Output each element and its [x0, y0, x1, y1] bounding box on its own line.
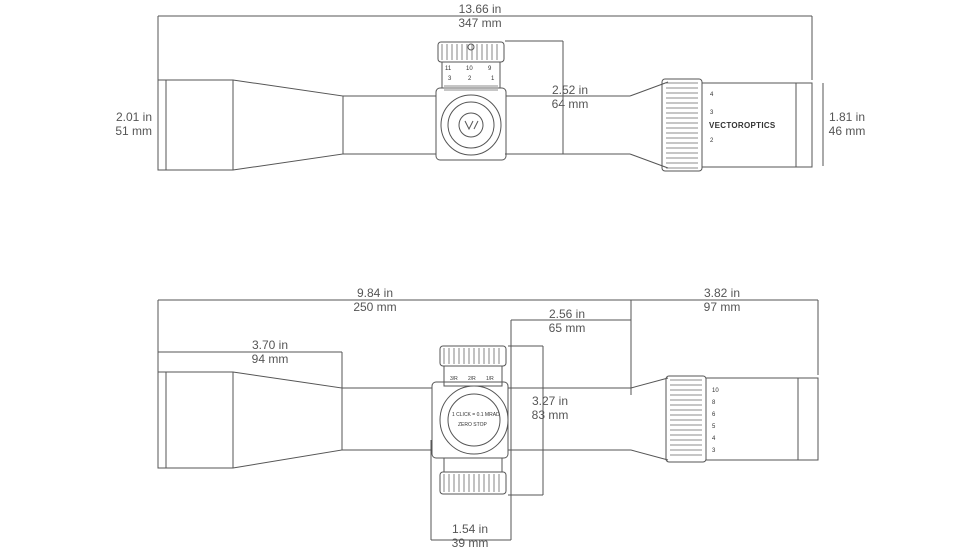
power-ring [665, 375, 707, 463]
side-view-scope [157, 299, 819, 541]
side-mag-mark-1: 4 [712, 436, 716, 442]
elevation-turret-cap [437, 41, 505, 63]
top-view-scope [157, 15, 824, 172]
objective-bell [165, 371, 343, 469]
overall-length-label: 13.66 in 347 mm [440, 2, 520, 30]
side-mag-mark-4: 8 [712, 400, 716, 406]
elevation-turret-cap [439, 345, 507, 367]
turret-scale-bottom-1: 2 [468, 76, 472, 82]
eyepiece-length-mm: 97 mm [703, 300, 741, 314]
turret-to-ocular-mm: 65 mm [548, 321, 586, 335]
objective-diameter-in: 2.01 in [115, 110, 152, 124]
side-mag-mark-0: 3 [712, 448, 716, 454]
vo-logo-icon [458, 112, 484, 138]
objective-to-eyepiece-in: 9.84 in [356, 286, 394, 300]
eyepiece-diameter-mm: 46 mm [828, 124, 866, 138]
overall-length-in: 13.66 in [458, 2, 502, 16]
mag-mark-top-0: 4 [710, 92, 714, 98]
dial-text-1: ZERO STOP [458, 422, 487, 428]
turret-to-ocular-in: 2.56 in [548, 307, 586, 321]
eyepiece-lens [797, 377, 819, 461]
objective-to-eyepiece-mm: 250 mm [353, 300, 397, 314]
eyepiece-diameter-label: 1.81 in 46 mm [822, 110, 872, 138]
turret-width-in: 1.54 in [451, 522, 489, 536]
brand-label: VECTOROPTICS [709, 121, 776, 130]
bell-length-label: 3.70 in 94 mm [240, 338, 300, 366]
eyepiece-length-in: 3.82 in [703, 286, 741, 300]
main-tube [343, 95, 436, 155]
objective-diameter-label: 2.01 in 51 mm [102, 110, 152, 138]
turret-scale-top-0: 11 [445, 66, 452, 72]
main-tube [506, 95, 630, 155]
side-mag-mark-3: 6 [712, 412, 716, 418]
turret-scale-bottom-2: 1 [491, 76, 495, 82]
dial-text-0: 1 CLICK = 0.1 MRAD [452, 412, 500, 418]
turret-scale-top-2: 9 [488, 66, 492, 72]
turret-lock-icon [467, 43, 475, 51]
windage-mark-0: 3/R [450, 376, 458, 382]
objective-to-eyepiece-label: 9.84 in 250 mm [340, 286, 410, 314]
main-tube [342, 387, 432, 451]
objective-lens [157, 79, 167, 171]
turret-total-height-label: 3.27 in 83 mm [520, 394, 580, 422]
mag-mark-top-1: 3 [710, 110, 714, 116]
turret-scale-bottom-0: 3 [448, 76, 452, 82]
eyepiece-length-label: 3.82 in 97 mm [692, 286, 752, 314]
lower-turret-body [443, 457, 503, 473]
turret-height-in: 2.52 in [551, 83, 589, 97]
windage-mark-2: 1/R [486, 376, 494, 382]
objective-diameter-mm: 51 mm [115, 124, 152, 138]
main-tube [508, 387, 631, 451]
bell-length-in: 3.70 in [251, 338, 289, 352]
turret-height-mm: 64 mm [551, 97, 589, 111]
bell-length-mm: 94 mm [251, 352, 289, 366]
eyepiece-body [705, 377, 799, 461]
side-focus-knob [440, 94, 502, 156]
turret-width-mm: 39 mm [451, 536, 489, 550]
lower-turret-cap [439, 471, 507, 495]
mag-mark-top-2: 2 [710, 138, 714, 144]
eyepiece-taper [630, 377, 669, 461]
windage-dial [439, 385, 509, 455]
turret-scale-top-1: 10 [466, 66, 473, 72]
turret-to-ocular-label: 2.56 in 65 mm [537, 307, 597, 335]
side-mag-mark-2: 5 [712, 424, 716, 430]
overall-length-mm: 347 mm [458, 16, 502, 30]
side-magnification-marks: 3 4 5 6 8 10 [712, 388, 719, 454]
turret-height-label: 2.52 in 64 mm [540, 83, 600, 111]
side-mag-mark-5: 10 [712, 388, 719, 394]
turret-width-label: 1.54 in 39 mm [440, 522, 500, 550]
turret-saddle [431, 381, 509, 459]
turret-total-height-in: 3.27 in [531, 394, 569, 408]
windage-mark-1: 2/R [468, 376, 476, 382]
objective-lens [157, 371, 167, 469]
objective-bell [165, 79, 344, 171]
eyepiece-diameter-in: 1.81 in [828, 110, 866, 124]
knurling [441, 44, 702, 492]
eyepiece-lens [795, 82, 813, 168]
turret-total-height-mm: 83 mm [531, 408, 569, 422]
